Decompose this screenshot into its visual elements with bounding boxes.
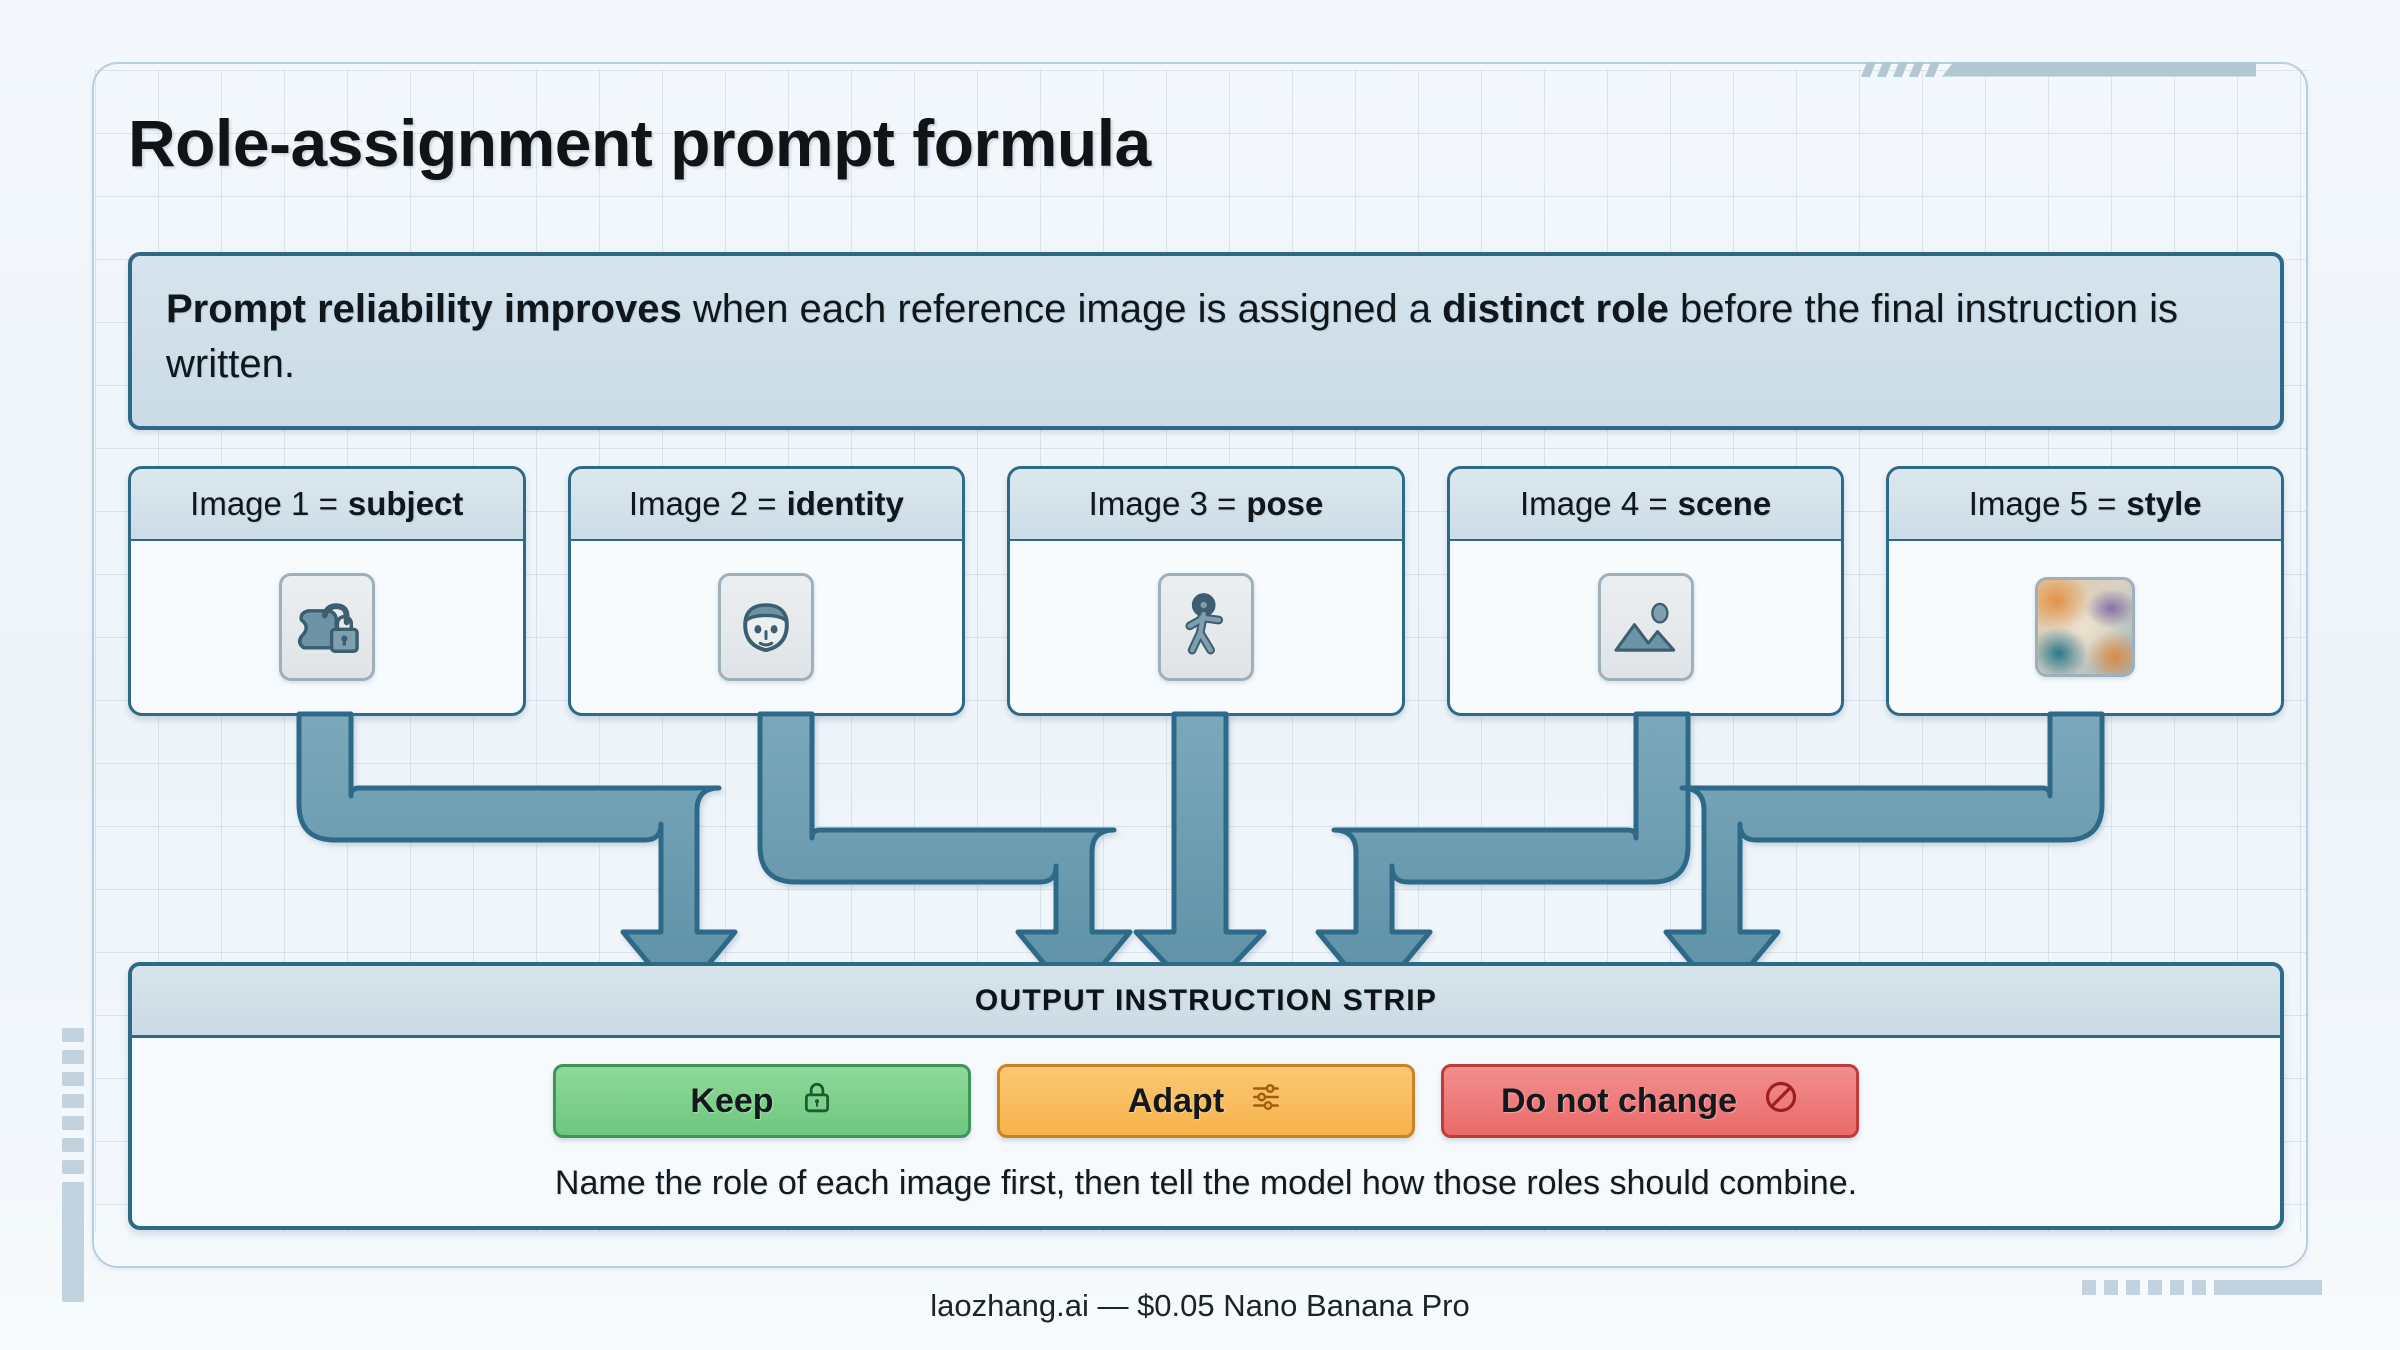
reference-image-card-row: Image 1 = subject Image 2 =	[128, 466, 2284, 716]
reference-card-pose[interactable]: Image 3 = pose	[1007, 466, 1405, 716]
reference-card-pose-body	[1010, 541, 1402, 713]
instruction-pill-do-not-change-label: Do not change	[1500, 1081, 1738, 1120]
lock-icon	[800, 1080, 834, 1123]
card-role-label: identity	[786, 485, 904, 522]
reference-card-identity-header: Image 2 = identity	[570, 469, 963, 541]
reference-card-subject[interactable]: Image 1 = subject	[128, 466, 526, 716]
banner-tail-text: before the final instruction is written.	[166, 287, 2179, 386]
card-prefix-label: Image 2 =	[628, 485, 777, 522]
reference-card-scene-body	[1450, 541, 1842, 713]
texture-swatch-icon	[2035, 577, 2136, 677]
instruction-pill-adapt[interactable]: Adapt	[997, 1064, 1415, 1138]
card-prefix-label: Image 5 =	[1968, 485, 2117, 522]
instruction-pill-do-not-change[interactable]: Do not change	[1441, 1064, 1859, 1138]
hud-bar	[1942, 61, 2256, 77]
banner-lead-bold: Prompt reliability improves	[166, 287, 682, 331]
instruction-pill-row: Keep Adapt	[132, 1064, 2280, 1138]
reference-card-subject-header: Image 1 = subject	[131, 469, 523, 541]
hud-tick-group	[1860, 61, 1941, 77]
reference-card-style[interactable]: Image 5 = style	[1886, 466, 2284, 716]
reference-card-scene-header: Image 4 = scene	[1449, 469, 1842, 541]
outer-frame	[92, 62, 2308, 1268]
footer-attribution: laozhang.ai — $0.05 Nano Banana Pro	[930, 1288, 1470, 1323]
reference-card-identity[interactable]: Image 2 = identity	[567, 466, 966, 716]
card-prefix-label: Image 1 =	[190, 485, 338, 522]
hud-left-decoration	[62, 1028, 88, 1302]
instruction-pill-keep[interactable]: Keep	[553, 1064, 971, 1138]
hud-top-right-decoration	[1860, 60, 2256, 78]
page-title: Role-assignment prompt formula	[128, 106, 1151, 180]
summary-banner: Prompt reliability improves when each re…	[128, 252, 2284, 430]
face-icon	[718, 573, 815, 681]
instruction-pill-keep-label: Keep	[690, 1081, 774, 1120]
hud-bottom-right-decoration	[2082, 1280, 2322, 1295]
output-instruction-strip-header: OUTPUT INSTRUCTION STRIP	[132, 966, 2280, 1038]
sliders-icon	[1250, 1080, 1284, 1123]
reference-card-identity-body	[571, 541, 963, 713]
reference-card-style-body	[1889, 541, 2281, 713]
output-instruction-caption: Name the role of each image first, then …	[554, 1164, 1858, 1202]
card-prefix-label: Image 4 =	[1519, 485, 1668, 522]
reference-card-subject-body	[131, 541, 523, 713]
landscape-picture-icon	[1597, 573, 1694, 681]
card-role-label: scene	[1677, 485, 1772, 522]
card-prefix-label: Image 3 =	[1088, 485, 1237, 522]
card-role-label: style	[2126, 485, 2202, 522]
banner-distinct-role-bold: distinct role	[1442, 287, 1669, 331]
reference-card-scene[interactable]: Image 4 = scene	[1446, 466, 1845, 716]
card-role-label: pose	[1246, 485, 1324, 522]
summary-banner-text: Prompt reliability improves when each re…	[166, 282, 2246, 392]
instruction-pill-adapt-label: Adapt	[1127, 1081, 1225, 1120]
reference-card-style-header: Image 5 = style	[1889, 469, 2281, 541]
banner-middle-text: when each reference image is assigned a	[681, 287, 1443, 331]
jug-lock-icon	[278, 573, 375, 681]
reference-card-pose-header: Image 3 = pose	[1010, 469, 1402, 541]
card-role-label: subject	[347, 485, 464, 522]
prohibition-icon	[1763, 1079, 1799, 1124]
output-instruction-strip: OUTPUT INSTRUCTION STRIP Keep Adapt	[128, 962, 2284, 1230]
walking-person-icon	[1157, 573, 1254, 681]
